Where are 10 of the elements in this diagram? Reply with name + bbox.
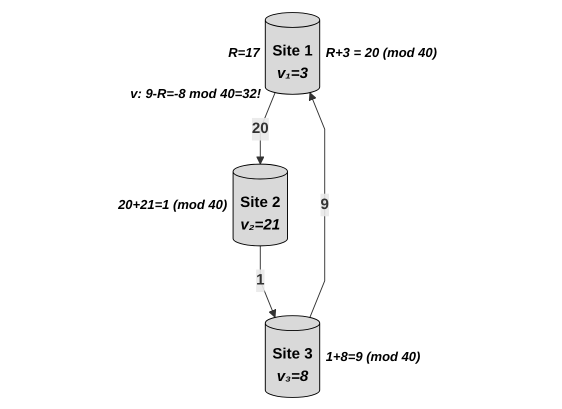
- edge-label: 1: [256, 272, 264, 288]
- node-note: 1+8=9 (mod 40): [326, 348, 420, 364]
- node-note: R+3 = 20 (mod 40): [326, 45, 437, 60]
- edge-label: 20: [252, 120, 269, 136]
- edge-label: 9: [320, 196, 329, 212]
- arrow: [308, 92, 326, 318]
- node-note: 20+21=1 (mod 40): [118, 197, 228, 212]
- node-note: v: 9-R=-8 mod 40=32!: [130, 86, 262, 102]
- node-note: R=17: [228, 45, 260, 60]
- arrow: [256, 92, 276, 164]
